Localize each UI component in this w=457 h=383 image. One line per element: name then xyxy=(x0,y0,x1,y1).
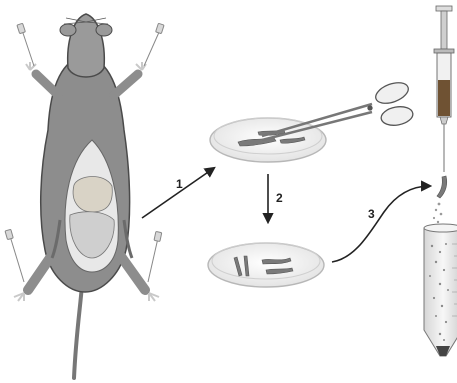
pin-icon xyxy=(17,23,34,66)
mouse-illustration xyxy=(14,14,159,378)
abdominal-organs xyxy=(73,176,112,212)
step-2-label: 2 xyxy=(276,191,283,205)
step-3-arrow xyxy=(332,186,430,262)
mouse-front-left-paw xyxy=(26,62,36,70)
mouse-ear-right xyxy=(96,24,112,36)
mouse-tail xyxy=(74,285,82,378)
mouse-hind-left-paw xyxy=(14,293,24,301)
flushed-bone xyxy=(437,176,447,198)
mouse-front-right-leg xyxy=(114,74,138,95)
mouse-ear-left xyxy=(60,24,76,36)
mouse-hind-left-leg xyxy=(28,255,52,290)
cell-pellet xyxy=(436,346,450,356)
step-1-arrow xyxy=(142,168,214,218)
pin-icon xyxy=(5,229,24,282)
syringe-icon xyxy=(434,6,454,172)
mouse-hind-right-leg xyxy=(120,255,145,290)
mouse-front-left-leg xyxy=(36,74,58,95)
mouse-hind-right-paw xyxy=(149,293,159,301)
step-1-label: 1 xyxy=(176,177,183,191)
petri-dish-upper xyxy=(210,118,326,162)
pin-icon xyxy=(144,23,164,66)
syringe-fluid xyxy=(438,80,450,116)
pin-icon xyxy=(148,231,162,282)
step-3-label: 3 xyxy=(368,207,375,221)
petri-dish-lower xyxy=(208,243,324,287)
conical-tube xyxy=(424,224,457,356)
marrow-droplets xyxy=(433,203,442,224)
